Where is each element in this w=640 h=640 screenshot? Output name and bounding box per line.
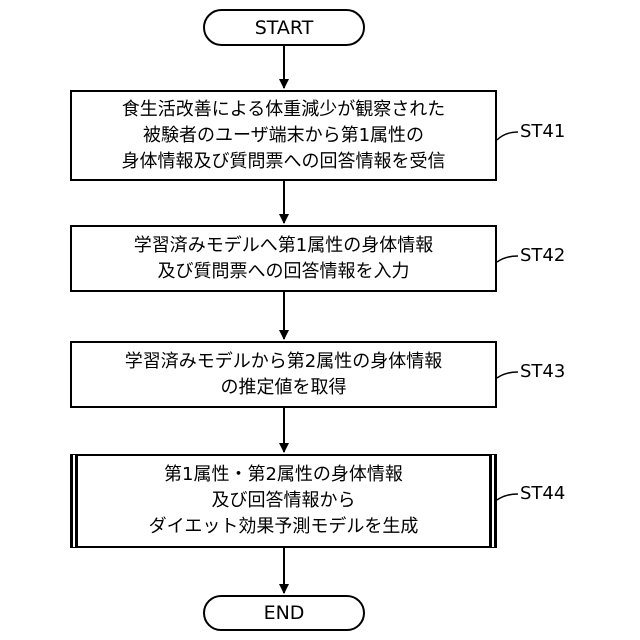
leader-st44 (497, 494, 518, 500)
start-terminal: START (203, 9, 365, 46)
step-st41-line-2: 被験者のユーザ端末から第1属性の (122, 123, 446, 149)
step-st44-line-2: 及び回答情報から (149, 488, 419, 514)
step-st44-line-3: ダイエット効果予測モデルを生成 (149, 514, 419, 540)
step-box-st44: 第1属性・第2属性の身体情報 及び回答情報から ダイエット効果予測モデルを生成 (70, 454, 497, 548)
step-st43-line-1: 学習済みモデルから第2属性の身体情報 (125, 349, 442, 375)
leader-st41 (497, 132, 518, 140)
step-box-st42: 学習済みモデルへ第1属性の身体情報 及び質問票への回答情報を入力 (70, 225, 497, 292)
step-st41-line-1: 食生活改善による体重減少が観察された (122, 97, 446, 123)
leader-st43 (497, 372, 518, 378)
start-label: START (255, 17, 314, 39)
end-terminal: END (203, 595, 365, 631)
step-st43-line-2: の推定値を取得 (125, 375, 442, 401)
step-id-st41: ST41 (520, 121, 565, 142)
end-label: END (264, 602, 305, 624)
step-box-st41: 食生活改善による体重減少が観察された 被験者のユーザ端末から第1属性の 身体情報… (70, 90, 497, 181)
step-st42-line-2: 及び質問票への回答情報を入力 (134, 259, 433, 285)
step-id-st43: ST43 (520, 361, 565, 382)
step-box-st43: 学習済みモデルから第2属性の身体情報 の推定値を取得 (70, 341, 497, 408)
step-st42-line-1: 学習済みモデルへ第1属性の身体情報 (134, 233, 433, 259)
step-id-st42: ST42 (520, 245, 565, 266)
leader-st42 (497, 256, 518, 262)
step-st44-line-1: 第1属性・第2属性の身体情報 (149, 462, 419, 488)
step-id-st44: ST44 (520, 483, 565, 504)
step-st41-line-3: 身体情報及び質問票への回答情報を受信 (122, 149, 446, 175)
